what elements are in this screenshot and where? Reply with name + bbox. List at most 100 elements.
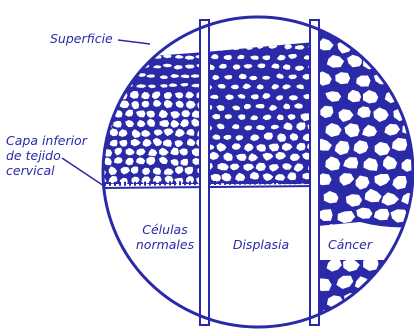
normal-cell (153, 167, 162, 175)
normal-cell (93, 109, 103, 118)
cancer-cell (347, 89, 362, 103)
dysplasia-cell (275, 95, 284, 102)
dysplasia-cell (296, 122, 306, 132)
normal-cell (129, 90, 139, 99)
normal-cell (113, 120, 123, 128)
dysplasia-cell (224, 74, 234, 80)
dysplasia-cell (255, 162, 266, 172)
dysplasia-cell (212, 113, 222, 120)
dysplasia-cell (289, 133, 299, 142)
dysplasia-cell (209, 94, 219, 100)
cancer-cell (362, 21, 379, 37)
dysplasia-cell (232, 64, 241, 71)
cancer-cell (361, 292, 379, 305)
normal-cell (180, 83, 189, 88)
cancer-cell (363, 157, 379, 172)
normal-cell (141, 100, 150, 108)
divider-left (200, 20, 209, 325)
dysplasia-cell (296, 84, 305, 91)
cancer-cell (384, 22, 401, 37)
lower-layer-label: Capa inferior de tejido cervical (6, 133, 87, 178)
surface-label: Superficie (50, 31, 113, 46)
normal-cell (142, 167, 151, 176)
normal-cell (136, 84, 147, 89)
normal-cell (179, 148, 189, 156)
normal-cell (115, 73, 124, 78)
cancer-cell (374, 141, 391, 156)
dysplasia-cell (250, 94, 260, 101)
cancer-cell (355, 75, 371, 88)
dysplasia-cell (218, 63, 228, 70)
dysplasia-cell (276, 113, 285, 121)
dysplasia-cell (256, 144, 267, 153)
normal-cell (98, 92, 108, 100)
dysplasia-cell (294, 44, 305, 50)
normal-cell (173, 65, 183, 71)
normal-cell (103, 84, 113, 89)
normal-cell (108, 90, 118, 98)
panel-label-normal-line-2: normales (130, 237, 200, 252)
panel-label-normal: Células normales (130, 222, 200, 252)
normal-cell (152, 65, 162, 69)
normal-cell (160, 84, 169, 89)
normal-cell (185, 64, 196, 69)
dysplasia-cell (256, 83, 265, 90)
cancer-cell (382, 293, 399, 307)
dysplasia-cell (262, 114, 273, 121)
normal-cell (102, 111, 111, 120)
cancer-cell (371, 38, 387, 53)
cancer-cells-region (314, 18, 414, 325)
normal-cell (94, 83, 102, 87)
cancer-cell (345, 22, 364, 37)
cancer-cell (399, 294, 414, 308)
normal-cell (109, 65, 118, 69)
cancer-cell (403, 53, 414, 67)
dysplasia-cell (243, 63, 254, 69)
dysplasia-cell (244, 125, 254, 132)
cancer-cell (381, 56, 398, 70)
dysplasia-cell (249, 114, 259, 121)
panel-label-dysplasia: Displasia (218, 237, 304, 252)
normal-cell (114, 83, 124, 88)
dysplasia-cell (274, 174, 286, 182)
normal-cell (142, 54, 151, 59)
dysplasia-cell (235, 134, 244, 142)
normal-cell (98, 63, 108, 68)
normal-cell (108, 54, 118, 59)
normal-cell (97, 54, 106, 59)
normal-cell (184, 55, 195, 60)
normal-cell (120, 65, 129, 69)
cancer-cell (393, 276, 410, 288)
normal-cell (147, 118, 156, 127)
normal-cell (163, 139, 173, 147)
cancer-cell (403, 22, 414, 37)
normal-cell (146, 156, 156, 166)
dysplasia-cell (262, 75, 272, 81)
cancer-cell (375, 309, 391, 322)
cancer-cell (345, 193, 363, 207)
dysplasia-cell (224, 113, 233, 120)
dysplasia-cell (216, 123, 226, 131)
dysplasia-cell (263, 132, 273, 141)
normal-cell (159, 120, 170, 128)
dysplasia-cell (225, 94, 236, 101)
dysplasia-cell (232, 105, 242, 112)
cancer-cell (357, 310, 375, 325)
normal-cell (103, 73, 114, 78)
dysplasia-cell (276, 73, 285, 80)
dysplasia-cell (232, 143, 242, 151)
dysplasia-cell (217, 83, 227, 89)
surface-leader-line (118, 40, 150, 44)
cancer-cell (362, 89, 379, 104)
cancer-cell (357, 106, 372, 119)
cancer-cell (399, 260, 414, 274)
dysplasia-cell (256, 124, 267, 131)
cancer-cell (394, 243, 410, 256)
dysplasia-cells-region (203, 40, 326, 193)
normal-cell (97, 101, 106, 109)
dysplasia-cell (262, 55, 272, 62)
cancer-cell (337, 312, 355, 325)
dysplasia-cell (262, 92, 272, 100)
dysplasia-cell (294, 102, 304, 109)
